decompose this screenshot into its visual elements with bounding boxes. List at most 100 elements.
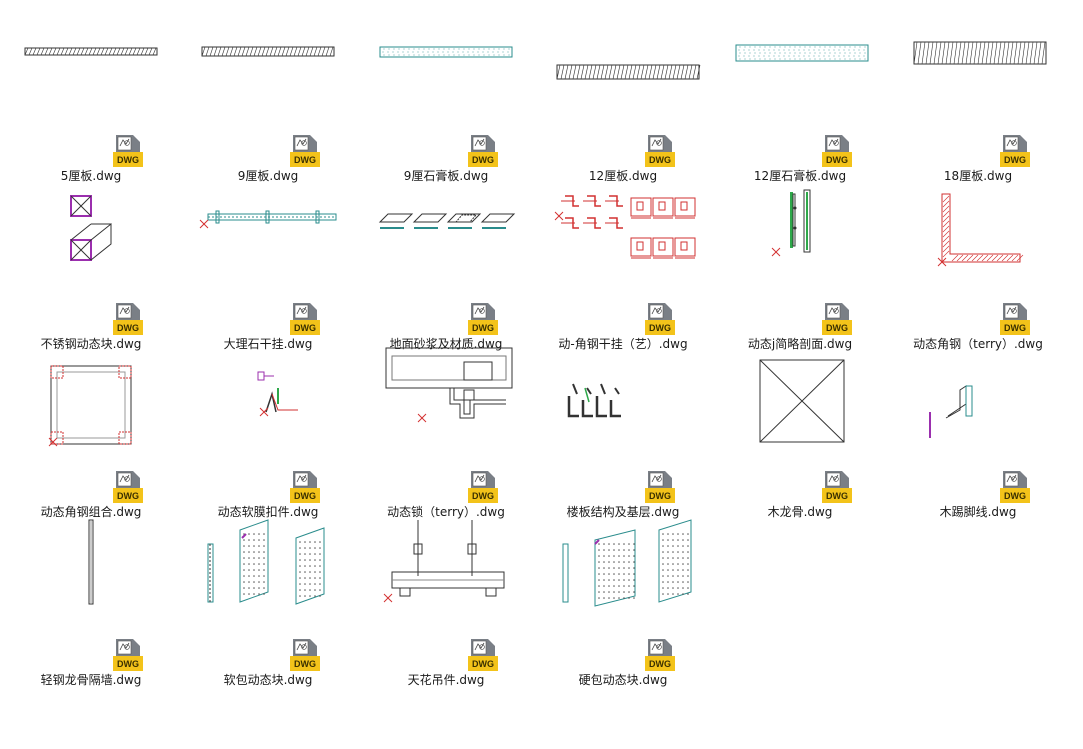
- floor-mortar-tiles-thumbnail-icon: [358, 184, 534, 302]
- dynamic-lock-thumbnail-icon: [358, 347, 534, 470]
- hatched-board-thumbnail-icon: [180, 16, 356, 134]
- file-item[interactable]: DWG 不锈钢动态块.dwg: [3, 184, 179, 352]
- file-name[interactable]: 硬包动态块.dwg: [578, 673, 668, 687]
- dwg-file-icon: DWG: [113, 302, 143, 336]
- dwg-file-icon: DWG: [822, 302, 852, 336]
- svg-text:DWG: DWG: [294, 659, 316, 669]
- j-section-thumbnail-icon: [712, 184, 888, 302]
- hatched-board-thumbnail-icon: [890, 16, 1066, 134]
- file-name[interactable]: 动态锁（terry）.dwg: [387, 505, 505, 519]
- file-item[interactable]: DWG 动态j简略剖面.dwg: [712, 184, 888, 352]
- file-item[interactable]: DWG 木踢脚线.dwg: [890, 352, 1066, 520]
- dwg-file-icon: DWG: [468, 302, 498, 336]
- svg-text:DWG: DWG: [1004, 155, 1026, 165]
- file-item[interactable]: DWG 9厘板.dwg: [180, 16, 356, 184]
- file-name[interactable]: 5厘板.dwg: [60, 169, 122, 183]
- file-item[interactable]: DWG 18厘板.dwg: [890, 16, 1066, 184]
- file-item[interactable]: DWG 地面砂浆及材质.dwg: [358, 184, 534, 352]
- svg-text:DWG: DWG: [649, 155, 671, 165]
- file-name[interactable]: 动态角钢（terry）.dwg: [913, 337, 1043, 351]
- file-name[interactable]: 木龙骨.dwg: [767, 505, 833, 519]
- svg-text:DWG: DWG: [472, 155, 494, 165]
- svg-text:DWG: DWG: [294, 491, 316, 501]
- svg-text:DWG: DWG: [294, 323, 316, 333]
- dwg-file-icon: DWG: [822, 134, 852, 168]
- hard-pack-panels-thumbnail-icon: [535, 519, 711, 638]
- svg-text:DWG: DWG: [1004, 323, 1026, 333]
- file-name[interactable]: 天花吊件.dwg: [407, 673, 485, 687]
- ceiling-hanger-thumbnail-icon: [358, 520, 534, 638]
- stainless-steel-block-thumbnail-icon: [3, 184, 179, 302]
- file-item[interactable]: DWG 12厘石膏板.dwg: [712, 16, 888, 184]
- svg-text:DWG: DWG: [117, 659, 139, 669]
- file-name[interactable]: 地面砂浆及材质.dwg: [389, 337, 503, 351]
- file-item[interactable]: DWG 软包动态块.dwg: [180, 519, 356, 688]
- file-name[interactable]: 动-角钢干挂（艺）.dwg: [558, 337, 688, 351]
- dwg-file-icon: DWG: [645, 638, 675, 672]
- file-name[interactable]: 9厘板.dwg: [237, 169, 299, 183]
- dwg-file-icon: DWG: [1000, 470, 1030, 504]
- svg-text:DWG: DWG: [472, 491, 494, 501]
- dwg-file-icon: DWG: [822, 470, 852, 504]
- file-item[interactable]: DWG 硬包动态块.dwg: [535, 519, 711, 688]
- marble-dry-hanging-thumbnail-icon: [180, 184, 356, 302]
- dwg-file-icon: DWG: [1000, 302, 1030, 336]
- svg-text:DWG: DWG: [649, 659, 671, 669]
- dwg-file-icon: DWG: [290, 638, 320, 672]
- dwg-file-icon: DWG: [290, 302, 320, 336]
- file-item[interactable]: DWG 动态角钢（terry）.dwg: [890, 184, 1066, 352]
- svg-text:DWG: DWG: [1004, 491, 1026, 501]
- file-item[interactable]: DWG 动态角钢组合.dwg: [3, 352, 179, 520]
- dwg-file-icon: DWG: [113, 638, 143, 672]
- file-name[interactable]: 轻钢龙骨隔墙.dwg: [40, 673, 142, 687]
- dwg-file-icon: DWG: [113, 470, 143, 504]
- file-name[interactable]: 大理石干挂.dwg: [223, 337, 313, 351]
- dwg-file-icon: DWG: [645, 470, 675, 504]
- file-item[interactable]: DWG 动态软膜扣件.dwg: [180, 352, 356, 520]
- file-item[interactable]: DWG 大理石干挂.dwg: [180, 184, 356, 352]
- file-item[interactable]: DWG 天花吊件.dwg: [358, 520, 534, 688]
- dwg-file-icon: DWG: [113, 134, 143, 168]
- file-name[interactable]: 动态软膜扣件.dwg: [217, 505, 319, 519]
- file-name[interactable]: 软包动态块.dwg: [223, 673, 313, 687]
- file-name[interactable]: 楼板结构及基层.dwg: [566, 505, 680, 519]
- dwg-file-icon: DWG: [290, 470, 320, 504]
- file-item[interactable]: DWG 5厘板.dwg: [3, 16, 179, 184]
- svg-text:DWG: DWG: [117, 491, 139, 501]
- file-item[interactable]: DWG 12厘板.dwg: [535, 16, 711, 184]
- dwg-file-icon: DWG: [468, 134, 498, 168]
- dwg-file-icon: DWG: [468, 638, 498, 672]
- thin-hatched-board-thumbnail-icon: [3, 16, 179, 134]
- soft-pack-panels-thumbnail-icon: [180, 519, 356, 638]
- file-item[interactable]: DWG 动态锁（terry）.dwg: [358, 347, 534, 520]
- angle-steel-hanger-thumbnail-icon: [535, 184, 711, 302]
- wood-keel-thumbnail-icon: [712, 352, 888, 470]
- svg-text:DWG: DWG: [826, 323, 848, 333]
- file-name[interactable]: 18厘板.dwg: [943, 169, 1013, 183]
- hatched-board-thumbnail-icon: [535, 16, 711, 134]
- file-item[interactable]: DWG 木龙骨.dwg: [712, 352, 888, 520]
- file-item[interactable]: DWG 9厘石膏板.dwg: [358, 16, 534, 184]
- file-name[interactable]: 不锈钢动态块.dwg: [40, 337, 142, 351]
- file-name[interactable]: 动态角钢组合.dwg: [40, 505, 142, 519]
- svg-text:DWG: DWG: [472, 323, 494, 333]
- svg-text:DWG: DWG: [826, 155, 848, 165]
- file-name[interactable]: 12厘板.dwg: [588, 169, 658, 183]
- svg-text:DWG: DWG: [649, 491, 671, 501]
- angle-steel-combo-thumbnail-icon: [3, 352, 179, 470]
- svg-text:DWG: DWG: [472, 659, 494, 669]
- dwg-file-icon: DWG: [1000, 134, 1030, 168]
- svg-text:DWG: DWG: [649, 323, 671, 333]
- file-item[interactable]: DWG 动-角钢干挂（艺）.dwg: [535, 184, 711, 352]
- file-name[interactable]: 动态j简略剖面.dwg: [747, 337, 853, 351]
- dwg-file-icon: DWG: [645, 134, 675, 168]
- file-item[interactable]: DWG 楼板结构及基层.dwg: [535, 352, 711, 520]
- dwg-file-icon: DWG: [468, 470, 498, 504]
- svg-text:DWG: DWG: [117, 323, 139, 333]
- file-name[interactable]: 12厘石膏板.dwg: [753, 169, 847, 183]
- file-item[interactable]: DWG 轻钢龙骨隔墙.dwg: [3, 519, 179, 688]
- svg-text:DWG: DWG: [294, 155, 316, 165]
- file-name[interactable]: 9厘石膏板.dwg: [403, 169, 489, 183]
- dwg-file-icon: DWG: [290, 134, 320, 168]
- file-name[interactable]: 木踢脚线.dwg: [939, 505, 1017, 519]
